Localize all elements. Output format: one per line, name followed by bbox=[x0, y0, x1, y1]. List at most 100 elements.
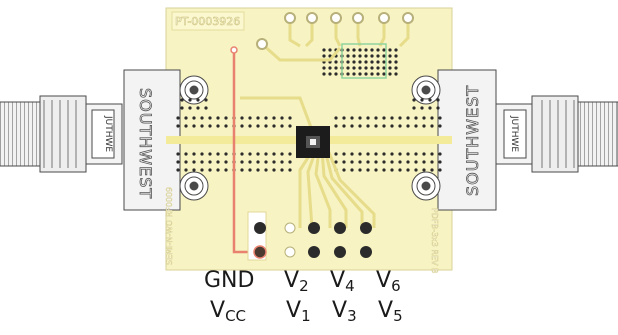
via-dot bbox=[272, 116, 276, 120]
via-dot bbox=[216, 124, 220, 128]
via-dot bbox=[406, 168, 410, 172]
via-dot bbox=[288, 116, 292, 120]
via-dot bbox=[342, 168, 346, 172]
via-dot bbox=[196, 106, 200, 110]
via-dot bbox=[192, 168, 196, 172]
via-dot bbox=[374, 168, 378, 172]
via-dot bbox=[364, 66, 368, 70]
via-dot bbox=[394, 60, 398, 64]
via-dot bbox=[352, 66, 356, 70]
via-dot bbox=[248, 152, 252, 156]
via-dot bbox=[394, 48, 398, 52]
via-dot bbox=[334, 66, 338, 70]
via-dot bbox=[370, 48, 374, 52]
via-dot bbox=[382, 48, 386, 52]
via-dot bbox=[240, 124, 244, 128]
via-dot bbox=[358, 124, 362, 128]
via-dot bbox=[240, 116, 244, 120]
gnd-label: GND bbox=[204, 268, 255, 293]
via-dot bbox=[248, 124, 252, 128]
via-dot bbox=[264, 160, 268, 164]
via-dot bbox=[346, 60, 350, 64]
via-dot bbox=[224, 124, 228, 128]
right-vertical-label: PDFB-3x3 REV B bbox=[430, 208, 439, 274]
via-dot bbox=[358, 116, 362, 120]
via-dot bbox=[370, 72, 374, 76]
via-dot bbox=[398, 152, 402, 156]
via-dot bbox=[374, 124, 378, 128]
via-dot bbox=[208, 160, 212, 164]
right-brand-text: SOUTHWEST bbox=[463, 85, 482, 196]
via-dot bbox=[272, 124, 276, 128]
top-header-pads bbox=[256, 12, 414, 50]
via-dot bbox=[422, 152, 426, 156]
via-dot bbox=[422, 116, 426, 120]
via-dot bbox=[280, 168, 284, 172]
v3-label: V3 bbox=[332, 298, 357, 325]
via-dot bbox=[370, 54, 374, 58]
via-dot bbox=[358, 54, 362, 58]
via-dot bbox=[350, 116, 354, 120]
via-dot bbox=[414, 152, 418, 156]
right-connector-label: JUTHWE bbox=[509, 115, 519, 152]
via-dot bbox=[216, 116, 220, 120]
via-dot bbox=[382, 60, 386, 64]
via-dot bbox=[200, 124, 204, 128]
via-dot bbox=[224, 116, 228, 120]
via-dot bbox=[420, 106, 424, 110]
via-dot bbox=[352, 48, 356, 52]
via-dot bbox=[364, 54, 368, 58]
via-dot bbox=[376, 54, 380, 58]
via-dot bbox=[388, 66, 392, 70]
via-dot bbox=[334, 60, 338, 64]
v1-label: V1 bbox=[286, 298, 311, 325]
via-dot bbox=[358, 48, 362, 52]
via-dot bbox=[406, 116, 410, 120]
via-dot bbox=[200, 152, 204, 156]
via-dot bbox=[406, 152, 410, 156]
via-dot bbox=[280, 124, 284, 128]
via-dot bbox=[200, 116, 204, 120]
via-dot bbox=[200, 168, 204, 172]
via-dot bbox=[328, 72, 332, 76]
via-dot bbox=[188, 98, 192, 102]
via-dot bbox=[240, 152, 244, 156]
via-dot bbox=[328, 66, 332, 70]
via-dot bbox=[342, 152, 346, 156]
via-dot bbox=[200, 160, 204, 164]
via-dot bbox=[364, 60, 368, 64]
via-dot bbox=[346, 66, 350, 70]
via-dot bbox=[280, 160, 284, 164]
bottom-header-pins bbox=[247, 211, 372, 261]
via-dot bbox=[388, 48, 392, 52]
via-dot bbox=[288, 124, 292, 128]
via-dot bbox=[180, 106, 184, 110]
via-dot bbox=[420, 98, 424, 102]
via-dot bbox=[176, 116, 180, 120]
via-dot bbox=[192, 124, 196, 128]
via-dot bbox=[382, 72, 386, 76]
via-dot bbox=[208, 152, 212, 156]
via-dot bbox=[376, 72, 380, 76]
via-dot bbox=[366, 152, 370, 156]
via-dot bbox=[370, 66, 374, 70]
via-dot bbox=[350, 160, 354, 164]
via-dot bbox=[382, 168, 386, 172]
via-dot bbox=[390, 152, 394, 156]
via-dot bbox=[438, 124, 442, 128]
via-dot bbox=[358, 168, 362, 172]
v4-label: V4 bbox=[330, 268, 355, 295]
via-dot bbox=[398, 124, 402, 128]
via-dot bbox=[188, 106, 192, 110]
via-dot bbox=[374, 116, 378, 120]
via-dot bbox=[248, 116, 252, 120]
via-dot bbox=[406, 124, 410, 128]
via-dot bbox=[272, 168, 276, 172]
via-dot bbox=[430, 160, 434, 164]
via-dot bbox=[334, 124, 338, 128]
via-dot bbox=[388, 54, 392, 58]
via-dot bbox=[208, 116, 212, 120]
via-dot bbox=[256, 116, 260, 120]
